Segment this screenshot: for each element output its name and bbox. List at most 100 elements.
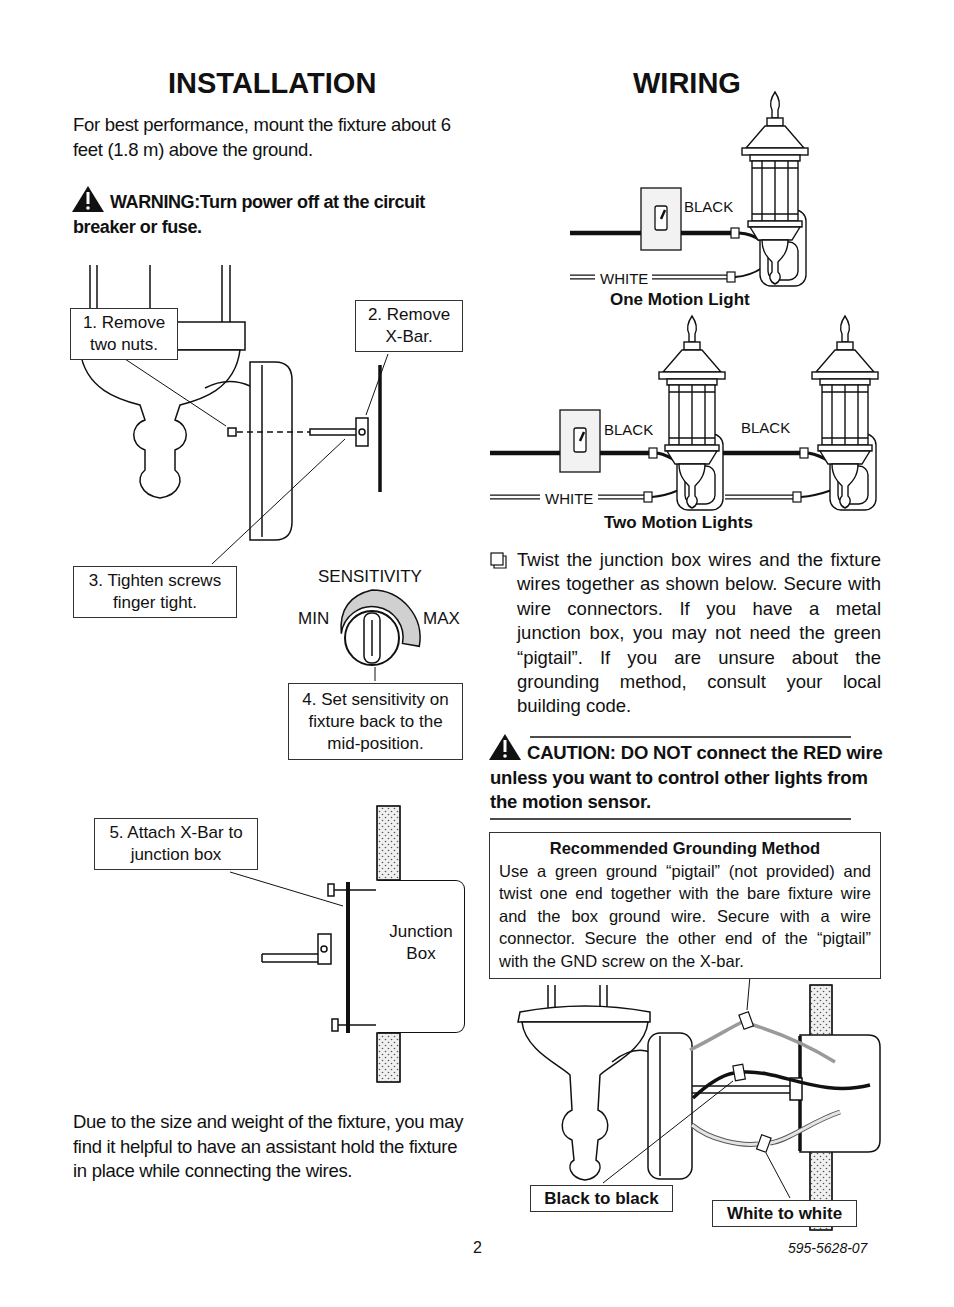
callout-box: 3. Tighten screws finger tight. <box>73 566 237 618</box>
warning-icon <box>86 206 90 210</box>
note-body: Use a green ground “pigtail” (not provid… <box>499 860 871 973</box>
fixture-drawing <box>522 1022 648 1180</box>
checkbox-bullet <box>491 553 503 565</box>
label-text: BLACK <box>741 419 790 437</box>
wire-connector <box>733 1012 771 1153</box>
mounting-hardware <box>359 429 365 435</box>
leader-line <box>125 359 226 426</box>
leader-line <box>212 439 345 564</box>
note-heading: Recommended Grounding Method <box>499 837 871 860</box>
fixture-drawing <box>205 381 250 388</box>
label-text: MAX <box>423 609 460 629</box>
white-wire <box>490 277 793 497</box>
label-text: CAUTION: DO NOT connect the RED wire unl… <box>490 741 885 815</box>
label-text: WARNING:Turn power off at the circuit br… <box>73 190 473 240</box>
wire-connector <box>733 1064 745 1081</box>
motion-light <box>812 316 878 510</box>
dial-label: MAX <box>423 609 460 629</box>
wall-section <box>377 806 400 880</box>
mounting-hardware <box>237 431 310 433</box>
leader-line <box>366 354 388 415</box>
wall-switch <box>655 206 667 230</box>
label-text: MIN <box>298 609 329 629</box>
callout-text: 2. Remove X-Bar. <box>362 304 456 348</box>
wire-label: White to white <box>719 1203 850 1224</box>
caution-rule <box>490 818 851 820</box>
wire-label-box: Black to black <box>530 1185 673 1212</box>
checkbox-bullet <box>494 556 506 568</box>
leader-line <box>766 1153 790 1198</box>
wire-connector <box>739 1012 754 1030</box>
wire-connector <box>644 492 652 502</box>
label-text: BLACK <box>684 198 733 216</box>
x-bar <box>346 882 350 1033</box>
motion-light <box>742 92 808 286</box>
part-number: 595-5628-07 <box>788 1240 867 1257</box>
callout-text: 4. Set sensitivity on fixture back to th… <box>295 689 456 755</box>
label-text: WHITE <box>545 490 593 508</box>
label-text: SENSITIVITY <box>318 567 422 587</box>
label-text: BLACK <box>604 421 653 439</box>
wire-label: Black to black <box>537 1188 666 1209</box>
wire-name: WHITE <box>543 489 595 509</box>
wall-switch <box>560 410 600 472</box>
wall-section <box>377 1033 400 1082</box>
mounting-hardware <box>356 418 368 446</box>
figure-caption: Two Motion Lights <box>604 513 753 533</box>
mounting-hardware <box>310 429 357 435</box>
leader-line <box>603 976 790 1198</box>
sensitivity-dial <box>341 590 420 665</box>
fixture-drawing <box>228 428 236 436</box>
callout-text: 5. Attach X-Bar to junction box <box>101 822 251 866</box>
leader-line <box>230 872 343 906</box>
fixture-drawing <box>648 1033 692 1179</box>
callout-box: 2. Remove X-Bar. <box>355 300 463 352</box>
callout-text: 1. Remove two nuts. <box>77 312 171 356</box>
note-box: Recommended Grounding MethodUse a green … <box>489 832 881 979</box>
callout-box: 4. Set sensitivity on fixture back to th… <box>288 683 463 760</box>
caution-icon <box>489 734 521 760</box>
motion-light <box>659 316 725 510</box>
wire-connector <box>731 228 739 238</box>
dial-label: MIN <box>298 609 329 629</box>
label-text: Due to the size and weight of the fixtur… <box>73 1110 473 1184</box>
black-wire <box>490 451 650 456</box>
warning-icon <box>72 186 104 212</box>
fixture-drawing <box>612 1050 650 1062</box>
section-title: WIRING <box>633 66 741 101</box>
label-text: For best performance, mount the fixture … <box>73 112 473 162</box>
wall-switch <box>641 188 681 250</box>
instruction-text: Twist the junction box wires and the fix… <box>517 548 881 719</box>
wire-connector <box>757 1135 772 1153</box>
checkbox-bullet <box>491 553 506 568</box>
x-bar <box>328 884 334 896</box>
label-text: WHITE <box>600 270 648 288</box>
body-text: For best performance, mount the fixture … <box>73 112 473 162</box>
wall-section <box>377 1033 400 1082</box>
label-text: Twist the junction box wires and the fix… <box>517 548 881 719</box>
wire-name: BLACK <box>684 198 733 216</box>
section-title: INSTALLATION <box>168 66 376 101</box>
sensitivity-dial <box>371 620 373 656</box>
figure-caption: One Motion Light <box>610 290 750 310</box>
body-text: Due to the size and weight of the fixtur… <box>73 1110 473 1184</box>
warning-icon <box>72 186 104 212</box>
callout-box: 1. Remove two nuts. <box>70 308 178 360</box>
wire-connector <box>727 272 735 282</box>
white-wire <box>490 277 793 497</box>
caution-text: CAUTION: DO NOT connect the RED wire unl… <box>490 741 885 815</box>
wall-section <box>377 806 400 880</box>
x-bar <box>262 954 318 962</box>
fixture-drawing <box>72 265 292 540</box>
wire-connector <box>649 448 657 458</box>
fixture-drawing <box>250 362 292 540</box>
wire-name: WHITE <box>598 269 650 289</box>
label-text: WIRING <box>633 66 741 101</box>
label-text: One Motion Light <box>610 290 750 310</box>
fixture-drawing <box>659 1036 661 1176</box>
leader-line <box>603 1081 733 1183</box>
mounting-hardware <box>378 365 382 492</box>
sensitivity-dial <box>364 613 380 663</box>
wire-connector <box>800 448 808 458</box>
leader-line <box>375 667 376 681</box>
